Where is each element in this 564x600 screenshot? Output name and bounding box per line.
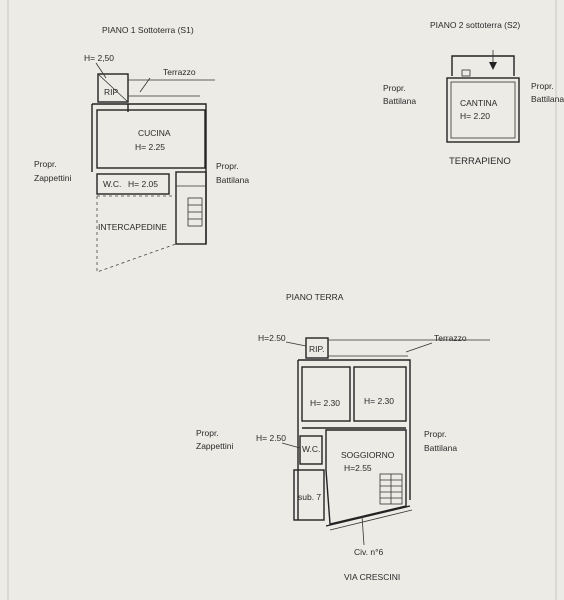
plan-s1-terrazzo-label: Terrazzo [163, 67, 196, 77]
plan-ground-terrazzo-label: Terrazzo [434, 333, 467, 343]
plan-ground-street-name: VIA CRESCINI [344, 572, 400, 582]
plan-ground-frontage [325, 505, 411, 527]
plan-ground-stairs [379, 473, 403, 505]
plan-ground-neighbor-right-1: Propr. [424, 429, 447, 439]
plan-ground-outer-walls [297, 359, 411, 520]
plan-s1-neighbor-left-2: Zappettini [34, 173, 71, 183]
plan-s2-neighbor-right-2: Battilana [531, 94, 564, 104]
plan-ground-room-1-height: H= 2.30 [310, 398, 340, 408]
plan-s2-neighbor-left-1: Propr. [383, 83, 406, 93]
plan-s1-intercapedine-label: INTERCAPEDINE [98, 222, 167, 232]
plan-ground-living-room-height: H=2.55 [344, 463, 372, 473]
plan-s1-kitchen-height: H= 2.25 [135, 142, 165, 152]
plan-s1-wc: W.C. H= 2.05 [96, 173, 170, 195]
plan-s1-rip-height: H= 2,50 [84, 53, 114, 63]
plan-ground-neighbor-left-1: Propr. [196, 428, 219, 438]
plan-s2-cellar-label: CANTINA [460, 98, 498, 108]
plan-ground-rip-height: H=2.50 [258, 333, 286, 343]
plan-ground-neighbor-left-2: Zappettini [196, 441, 233, 451]
plan-s2-title: PIANO 2 sottoterra (S2) [430, 20, 520, 30]
plan-ground-civic-number: Civ. n°6 [354, 547, 383, 557]
plan-ground-wc-label: W.C. [302, 444, 320, 454]
plan-s1-rip-label: RIP [104, 87, 119, 97]
plan-s1-neighbor-right-2: Battilana [216, 175, 249, 185]
plan-s2-cellar-height: H= 2.20 [460, 111, 490, 121]
plan-ground-rip-room: RIP. [305, 337, 329, 359]
plan-ground-living-room: SOGGIORNO H=2.55 [325, 429, 407, 525]
plan-ground-room-2-height: H= 2.30 [364, 396, 394, 406]
plan-ground-wc-height: H= 2.50 [256, 433, 286, 443]
plan-ground-civ-leader [361, 515, 365, 546]
plan-ground-sub7-label: sub. 7 [298, 492, 321, 502]
plan-s2-entrance [451, 55, 515, 76]
plan-s1-rip-leader [95, 62, 107, 79]
plan-s1-neighbor-right-1: Propr. [216, 161, 239, 171]
plan-ground: PIANO TERRA RIP. H=2.50 Terrazzo H= 2.30… [196, 292, 490, 582]
plan-ground-title: PIANO TERRA [286, 292, 344, 302]
plan-s1: PIANO 1 Sottoterra (S1) RIP H= 2,50 Terr… [34, 25, 249, 273]
plan-s2-terrapieno-label: TERRAPIENO [449, 156, 511, 167]
plan-s1-kitchen-label: CUCINA [138, 128, 171, 138]
plan-s2-neighbor-left-2: Battilana [383, 96, 416, 106]
plan-s2-neighbor-right-1: Propr. [531, 81, 554, 91]
plan-s1-stairs [175, 171, 207, 245]
plan-s1-title: PIANO 1 Sottoterra (S1) [102, 25, 194, 35]
plan-s2-cellar: CANTINA H= 2.20 [446, 77, 520, 143]
plan-s1-wc-height: H= 2.05 [128, 179, 158, 189]
plan-ground-rip-label: RIP. [309, 344, 324, 354]
plan-s1-intercapedine: INTERCAPEDINE [96, 195, 177, 273]
plan-ground-neighbor-right-2: Battilana [424, 443, 457, 453]
plan-ground-living-room-label: SOGGIORNO [341, 450, 395, 460]
plan-s1-rip-room: RIP [97, 73, 129, 103]
plan-s1-kitchen: CUCINA H= 2.25 [96, 109, 206, 169]
plan-ground-wc: W.C. [299, 435, 323, 465]
plan-s1-neighbor-left-1: Propr. [34, 159, 57, 169]
plan-s1-wc-label: W.C. [103, 179, 121, 189]
plan-ground-sub7: sub. 7 [293, 469, 325, 521]
plan-s2: PIANO 2 sottoterra (S2) CANTINA H= 2.20 … [383, 20, 564, 167]
scan-guide-lines [7, 0, 557, 600]
plan-ground-room-2: H= 2.30 [353, 366, 407, 422]
plan-ground-room-1: H= 2.30 [301, 366, 351, 422]
